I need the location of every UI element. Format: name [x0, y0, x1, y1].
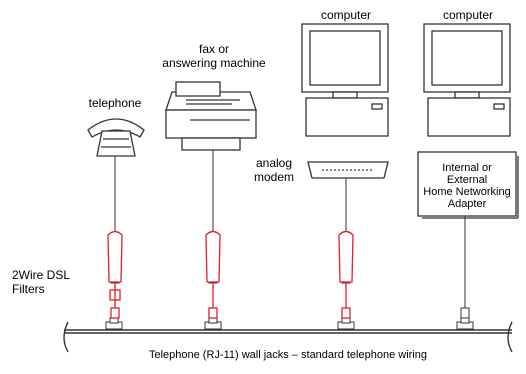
wall-jack-3: [337, 317, 355, 330]
label-filters-line2: Filters: [12, 282, 45, 296]
telephone-icon: [87, 118, 145, 157]
label-fax-line1: fax or: [198, 42, 229, 56]
label-adapter-line2: External: [446, 174, 488, 186]
wiring-caption: Telephone (RJ-11) wall jacks – standard …: [148, 349, 427, 361]
wall-jack-4: [456, 317, 474, 330]
computer-1-icon: [301, 23, 389, 137]
label-fax-line2: answering machine: [162, 56, 266, 70]
dsl-filter-3: [338, 230, 354, 319]
analog-modem-icon: [307, 161, 389, 179]
label-filters-line1: 2Wire DSL: [12, 268, 71, 282]
label-adapter-line4: Adapter: [447, 198, 487, 210]
telephone-wiring: [63, 321, 513, 353]
label-analog-line2: modem: [253, 170, 294, 184]
label-adapter-line3: Home Networking: [423, 186, 511, 198]
plug-adapter: [460, 307, 470, 319]
dsl-filter-2: [205, 230, 221, 319]
label-computer-1: computer: [320, 8, 372, 22]
label-analog-line1: analog: [255, 156, 293, 170]
fax-machine-icon: [165, 81, 257, 151]
label-adapter-line1: Internal or: [442, 162, 492, 174]
dsl-filter-1: [107, 230, 123, 319]
wall-jack-2: [204, 317, 222, 330]
label-computer-2: computer: [442, 8, 494, 22]
computer-2-icon: [423, 23, 511, 137]
networking-adapter-box: [417, 151, 519, 219]
wall-jack-1: [105, 317, 123, 330]
label-telephone: telephone: [88, 96, 142, 110]
